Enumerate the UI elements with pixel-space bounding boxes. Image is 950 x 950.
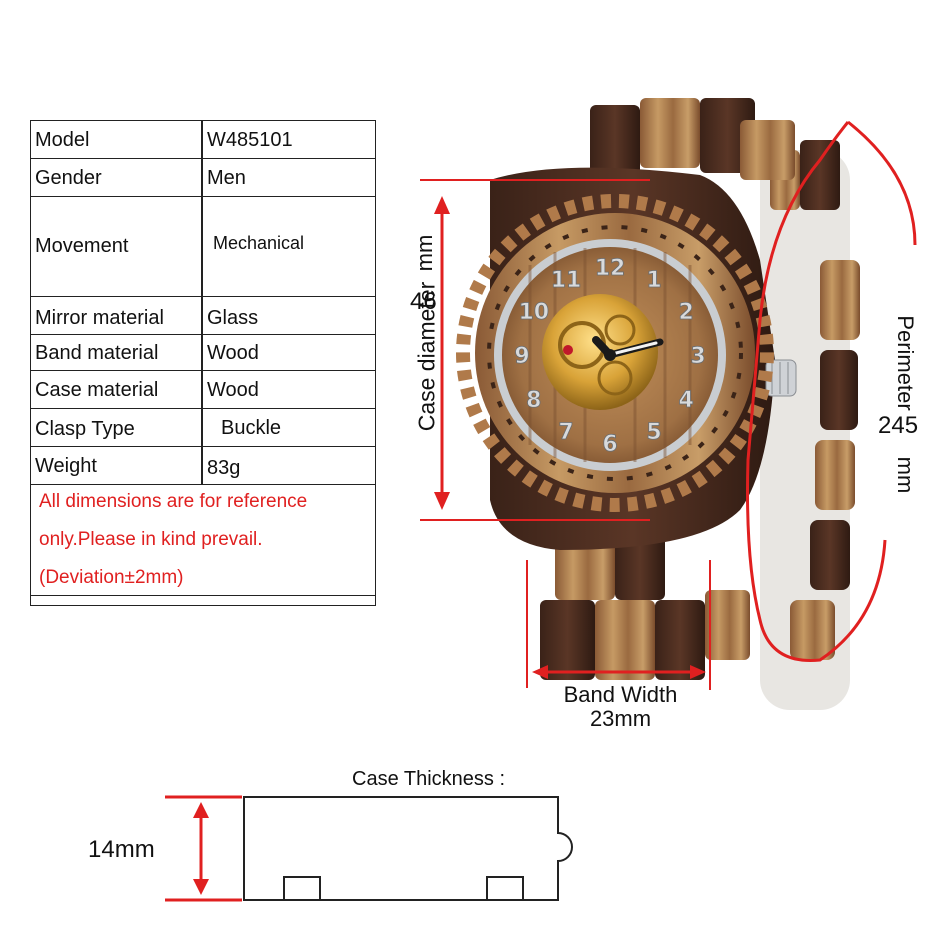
dial-numeral: 8 (526, 388, 541, 413)
dial-numeral: 6 (602, 432, 617, 457)
case-thickness-diagram (243, 796, 573, 901)
spec-label: Model (35, 129, 90, 151)
spec-value: Men (207, 167, 246, 189)
table-row: Mirror material Glass (31, 297, 375, 335)
spec-label: Gender (35, 167, 102, 189)
dial-numeral: 3 (690, 344, 705, 369)
skeleton-movement (542, 294, 658, 410)
back-strap (760, 140, 860, 710)
dial-numeral: 4 (679, 388, 694, 413)
spec-label: Movement (35, 235, 129, 257)
table-row: Movement Mechanical (31, 197, 375, 297)
table-row: Weight 83g (31, 447, 375, 485)
perimeter-arc-top (847, 120, 917, 246)
spec-value: 83g (207, 457, 241, 479)
dial-numeral: 1 (646, 268, 661, 293)
spec-table: Model W485101 Gender Men Movement Mechan… (30, 120, 376, 606)
case-diameter-unit: mm (412, 234, 437, 272)
bezel-teeth (456, 194, 774, 512)
bezel-markers (487, 225, 743, 481)
disclaimer-line-1: All dimensions are for reference (39, 491, 308, 512)
band-width-label: Band Width (563, 682, 678, 707)
table-row: Clasp Type Buckle (31, 409, 375, 447)
dial-numeral: 12 (595, 256, 626, 281)
top-band (590, 98, 795, 180)
spec-label: Weight (35, 455, 97, 477)
spec-label: Mirror material (35, 307, 164, 329)
spec-value: Buckle (221, 417, 282, 439)
table-row: Model W485101 (31, 121, 375, 159)
spec-value: Wood (207, 379, 259, 401)
dial-numeral: 9 (514, 344, 529, 369)
watch-hands (592, 336, 664, 361)
table-divider (201, 121, 203, 449)
perimeter-unit: mm (893, 456, 918, 494)
spec-value: W485101 (207, 129, 293, 151)
case-thickness-label: Case Thickness : (352, 768, 506, 790)
dial-numeral: 11 (551, 268, 582, 293)
perimeter-arc (746, 121, 887, 662)
case-diameter-dimension (420, 179, 650, 521)
table-bottom-rule (31, 595, 375, 596)
spec-label: Case material (35, 379, 159, 401)
spec-value: Wood (207, 342, 259, 364)
thickness-dimension (165, 795, 242, 902)
spec-value: Mechanical (213, 233, 305, 253)
dial-numeral: 2 (679, 300, 694, 325)
case-diameter-value: 46 (410, 288, 437, 315)
disclaimer-line-2: only.Please in kind prevail. (39, 529, 263, 550)
table-row: Gender Men (31, 159, 375, 197)
table-row: Case material Wood (31, 371, 375, 409)
band-width-value: 23mm (589, 706, 652, 731)
bottom-band (540, 525, 750, 680)
perimeter-value: 245 (878, 412, 919, 439)
table-divider (201, 447, 203, 485)
perimeter-label: Perimeter (893, 315, 918, 411)
disclaimer-line-3: (Deviation±2mm) (39, 567, 184, 588)
table-row: Band material Wood (31, 335, 375, 371)
band-width-dimension (526, 560, 711, 690)
crown (765, 359, 797, 397)
spec-label: Band material (35, 342, 159, 364)
spec-value: Glass (207, 307, 259, 329)
case-thickness-value: 14mm (88, 836, 155, 863)
dial-numeral: 7 (558, 420, 573, 445)
dial-numeral: 5 (646, 420, 661, 445)
case-diameter-label: Case diameter (413, 281, 440, 432)
dial-numeral: 10 (518, 300, 549, 325)
spec-label: Clasp Type (35, 418, 135, 440)
